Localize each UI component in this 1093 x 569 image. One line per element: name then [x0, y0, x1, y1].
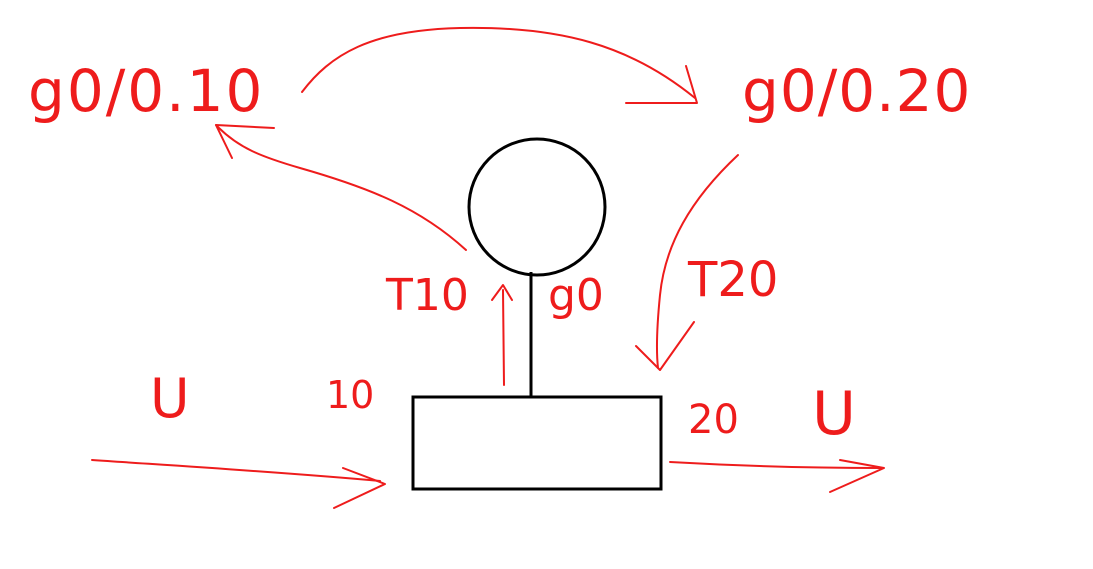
box-node [411, 395, 663, 491]
arrow-to-top-left [215, 124, 467, 251]
arrow-t10-up [491, 284, 513, 386]
label-top-right: g0/0.20 [742, 57, 972, 125]
label-u-left: U [150, 367, 190, 430]
arrow-output-head [829, 459, 885, 493]
label-t20: T20 [688, 252, 779, 308]
arrow-input [91, 459, 381, 482]
arrow-output [669, 461, 883, 469]
arrow-top-arc-head [625, 65, 698, 104]
arrow-to-top-left-head [215, 124, 275, 159]
label-top-left: g0/0.10 [28, 57, 265, 125]
label-input-10: 10 [326, 373, 375, 417]
arrow-input-head [333, 467, 386, 509]
label-t10: T10 [386, 270, 469, 321]
arrow-to-t20 [655, 154, 739, 369]
circle-node [467, 137, 607, 277]
label-u-right: U [812, 379, 856, 449]
label-output-20: 20 [688, 397, 739, 443]
arrow-top-arc [301, 26, 696, 99]
label-g0: g0 [548, 270, 604, 321]
arrow-to-t20-head [635, 321, 695, 371]
